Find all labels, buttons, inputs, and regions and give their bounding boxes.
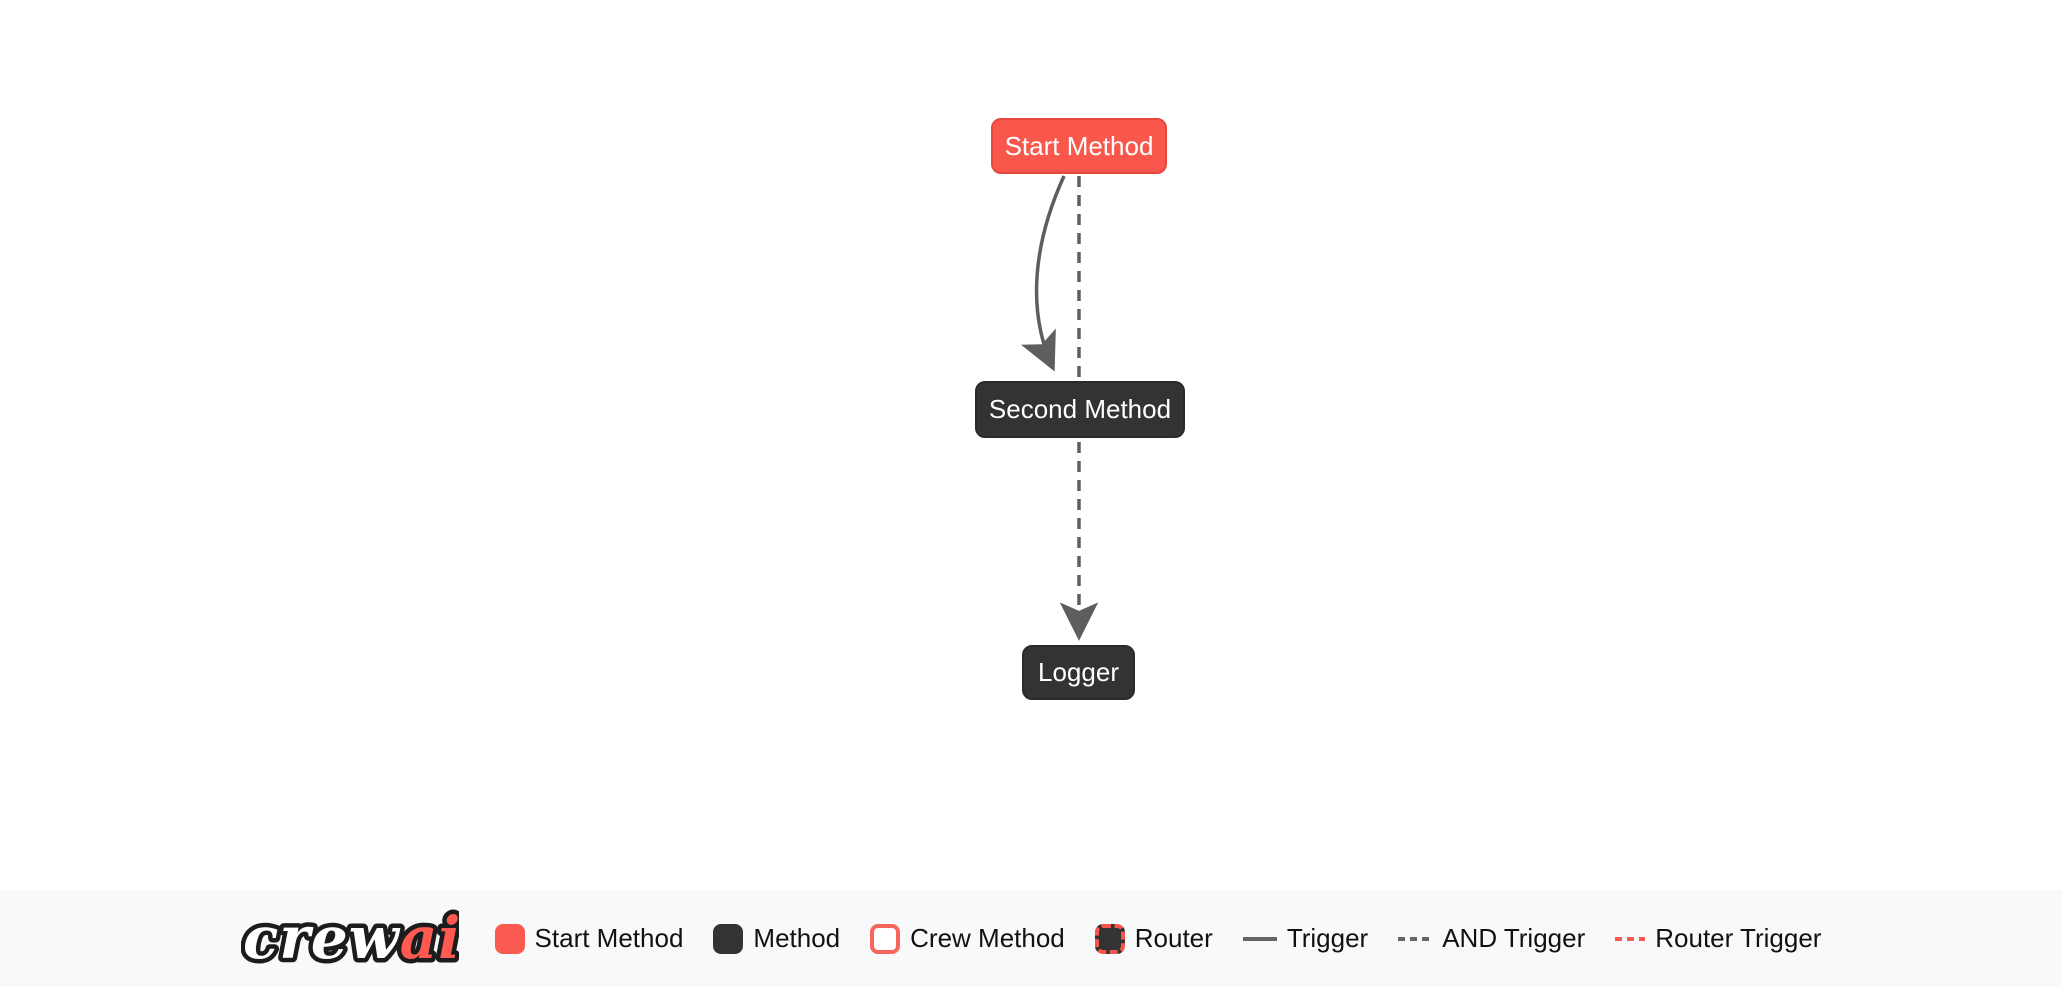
- legend-label-start-method: Start Method: [534, 923, 684, 953]
- legend-label-method: Method: [753, 923, 841, 953]
- router-trigger-line-icon: [1615, 936, 1646, 941]
- legend-label-and-trigger: AND Trigger: [1442, 923, 1586, 953]
- node-logger[interactable]: Logger: [1022, 645, 1135, 700]
- node-second-method[interactable]: Second Method: [975, 381, 1185, 438]
- node-start-method[interactable]: Start Method: [991, 118, 1167, 174]
- legend-item-router-trigger: Router Trigger: [1615, 923, 1821, 954]
- crew-method-swatch-icon: [870, 923, 901, 954]
- logo-text-crew: crew: [243, 904, 401, 972]
- legend-item-trigger: Trigger: [1242, 923, 1369, 954]
- legend-item-and-trigger: AND Trigger: [1398, 923, 1585, 954]
- legend-item-router: Router: [1094, 923, 1213, 954]
- crewai-logo-image: crewai: [241, 899, 459, 976]
- legend-item-start-method: Start Method: [494, 923, 684, 954]
- legend-label-crew-method: Crew Method: [910, 923, 1065, 953]
- logo-text-ai: ai: [399, 904, 458, 972]
- start-method-swatch-icon: [494, 923, 525, 954]
- legend-item-crew-method: Crew Method: [870, 923, 1065, 954]
- legend-label-router-trigger: Router Trigger: [1655, 923, 1822, 953]
- legend-label-router: Router: [1134, 923, 1213, 953]
- legend-bar: crewai Start Method Method Crew Method R…: [0, 890, 2062, 987]
- legend-label-trigger: Trigger: [1286, 923, 1369, 953]
- and-trigger-line-icon: [1398, 936, 1433, 941]
- method-swatch-icon: [713, 923, 744, 954]
- crewai-logo: crewai: [241, 896, 459, 982]
- flow-canvas[interactable]: Start Method Second Method Logger: [0, 0, 2062, 890]
- trigger-line-icon: [1242, 936, 1277, 941]
- legend-item-method: Method: [713, 923, 840, 954]
- edge-trigger-start-to-second: [1020, 175, 1066, 372]
- svg-text:crewai: crewai: [243, 904, 459, 972]
- router-swatch-icon: [1094, 923, 1125, 954]
